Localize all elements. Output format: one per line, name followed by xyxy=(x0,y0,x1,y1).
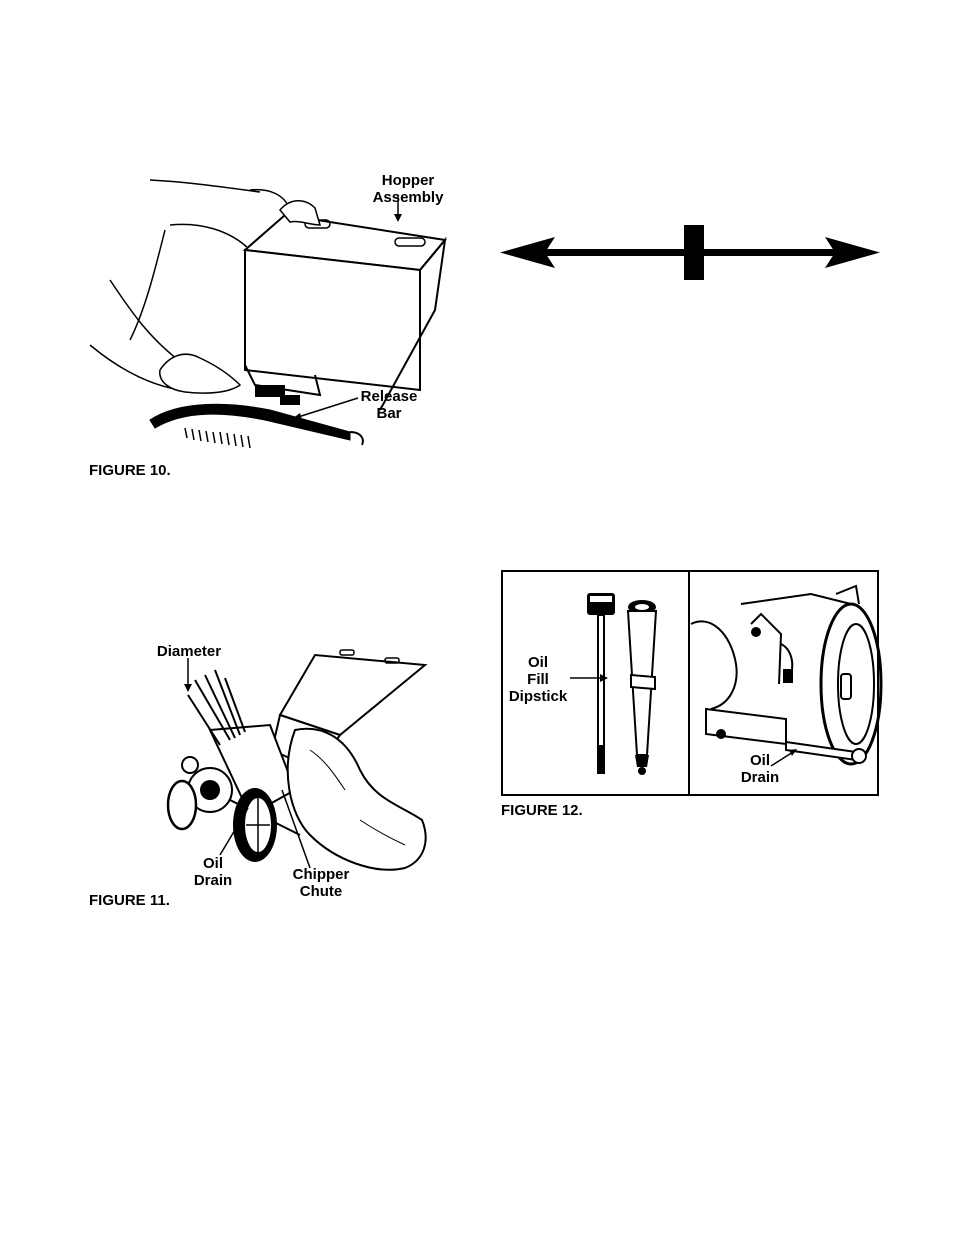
fig11-oil-drain-label: Oil Drain xyxy=(188,855,238,889)
chipper-chute-label: Chipper Chute xyxy=(284,866,358,900)
release-bar-label: Release Bar xyxy=(354,388,424,422)
hopper-assembly-label: Hopper Assembly xyxy=(366,172,450,206)
figure-10-caption: FIGURE 10. xyxy=(89,462,171,479)
dipstick-illustration xyxy=(575,585,675,785)
fig12-oil-drain-label: Oil Drain xyxy=(734,752,786,786)
figure-12-caption: FIGURE 12. xyxy=(501,802,583,819)
oil-fill-dipstick-label: Oil Fill Dipstick xyxy=(504,654,572,705)
diameter-label: Diameter xyxy=(150,643,228,660)
dipstick-pointer-arrow xyxy=(570,672,610,684)
figure-12-divider xyxy=(688,570,690,796)
double-arrow-crosshair-icon xyxy=(500,225,880,280)
chipper-shredder-illustration xyxy=(160,640,435,890)
figure-11-caption: FIGURE 11. xyxy=(89,892,170,909)
